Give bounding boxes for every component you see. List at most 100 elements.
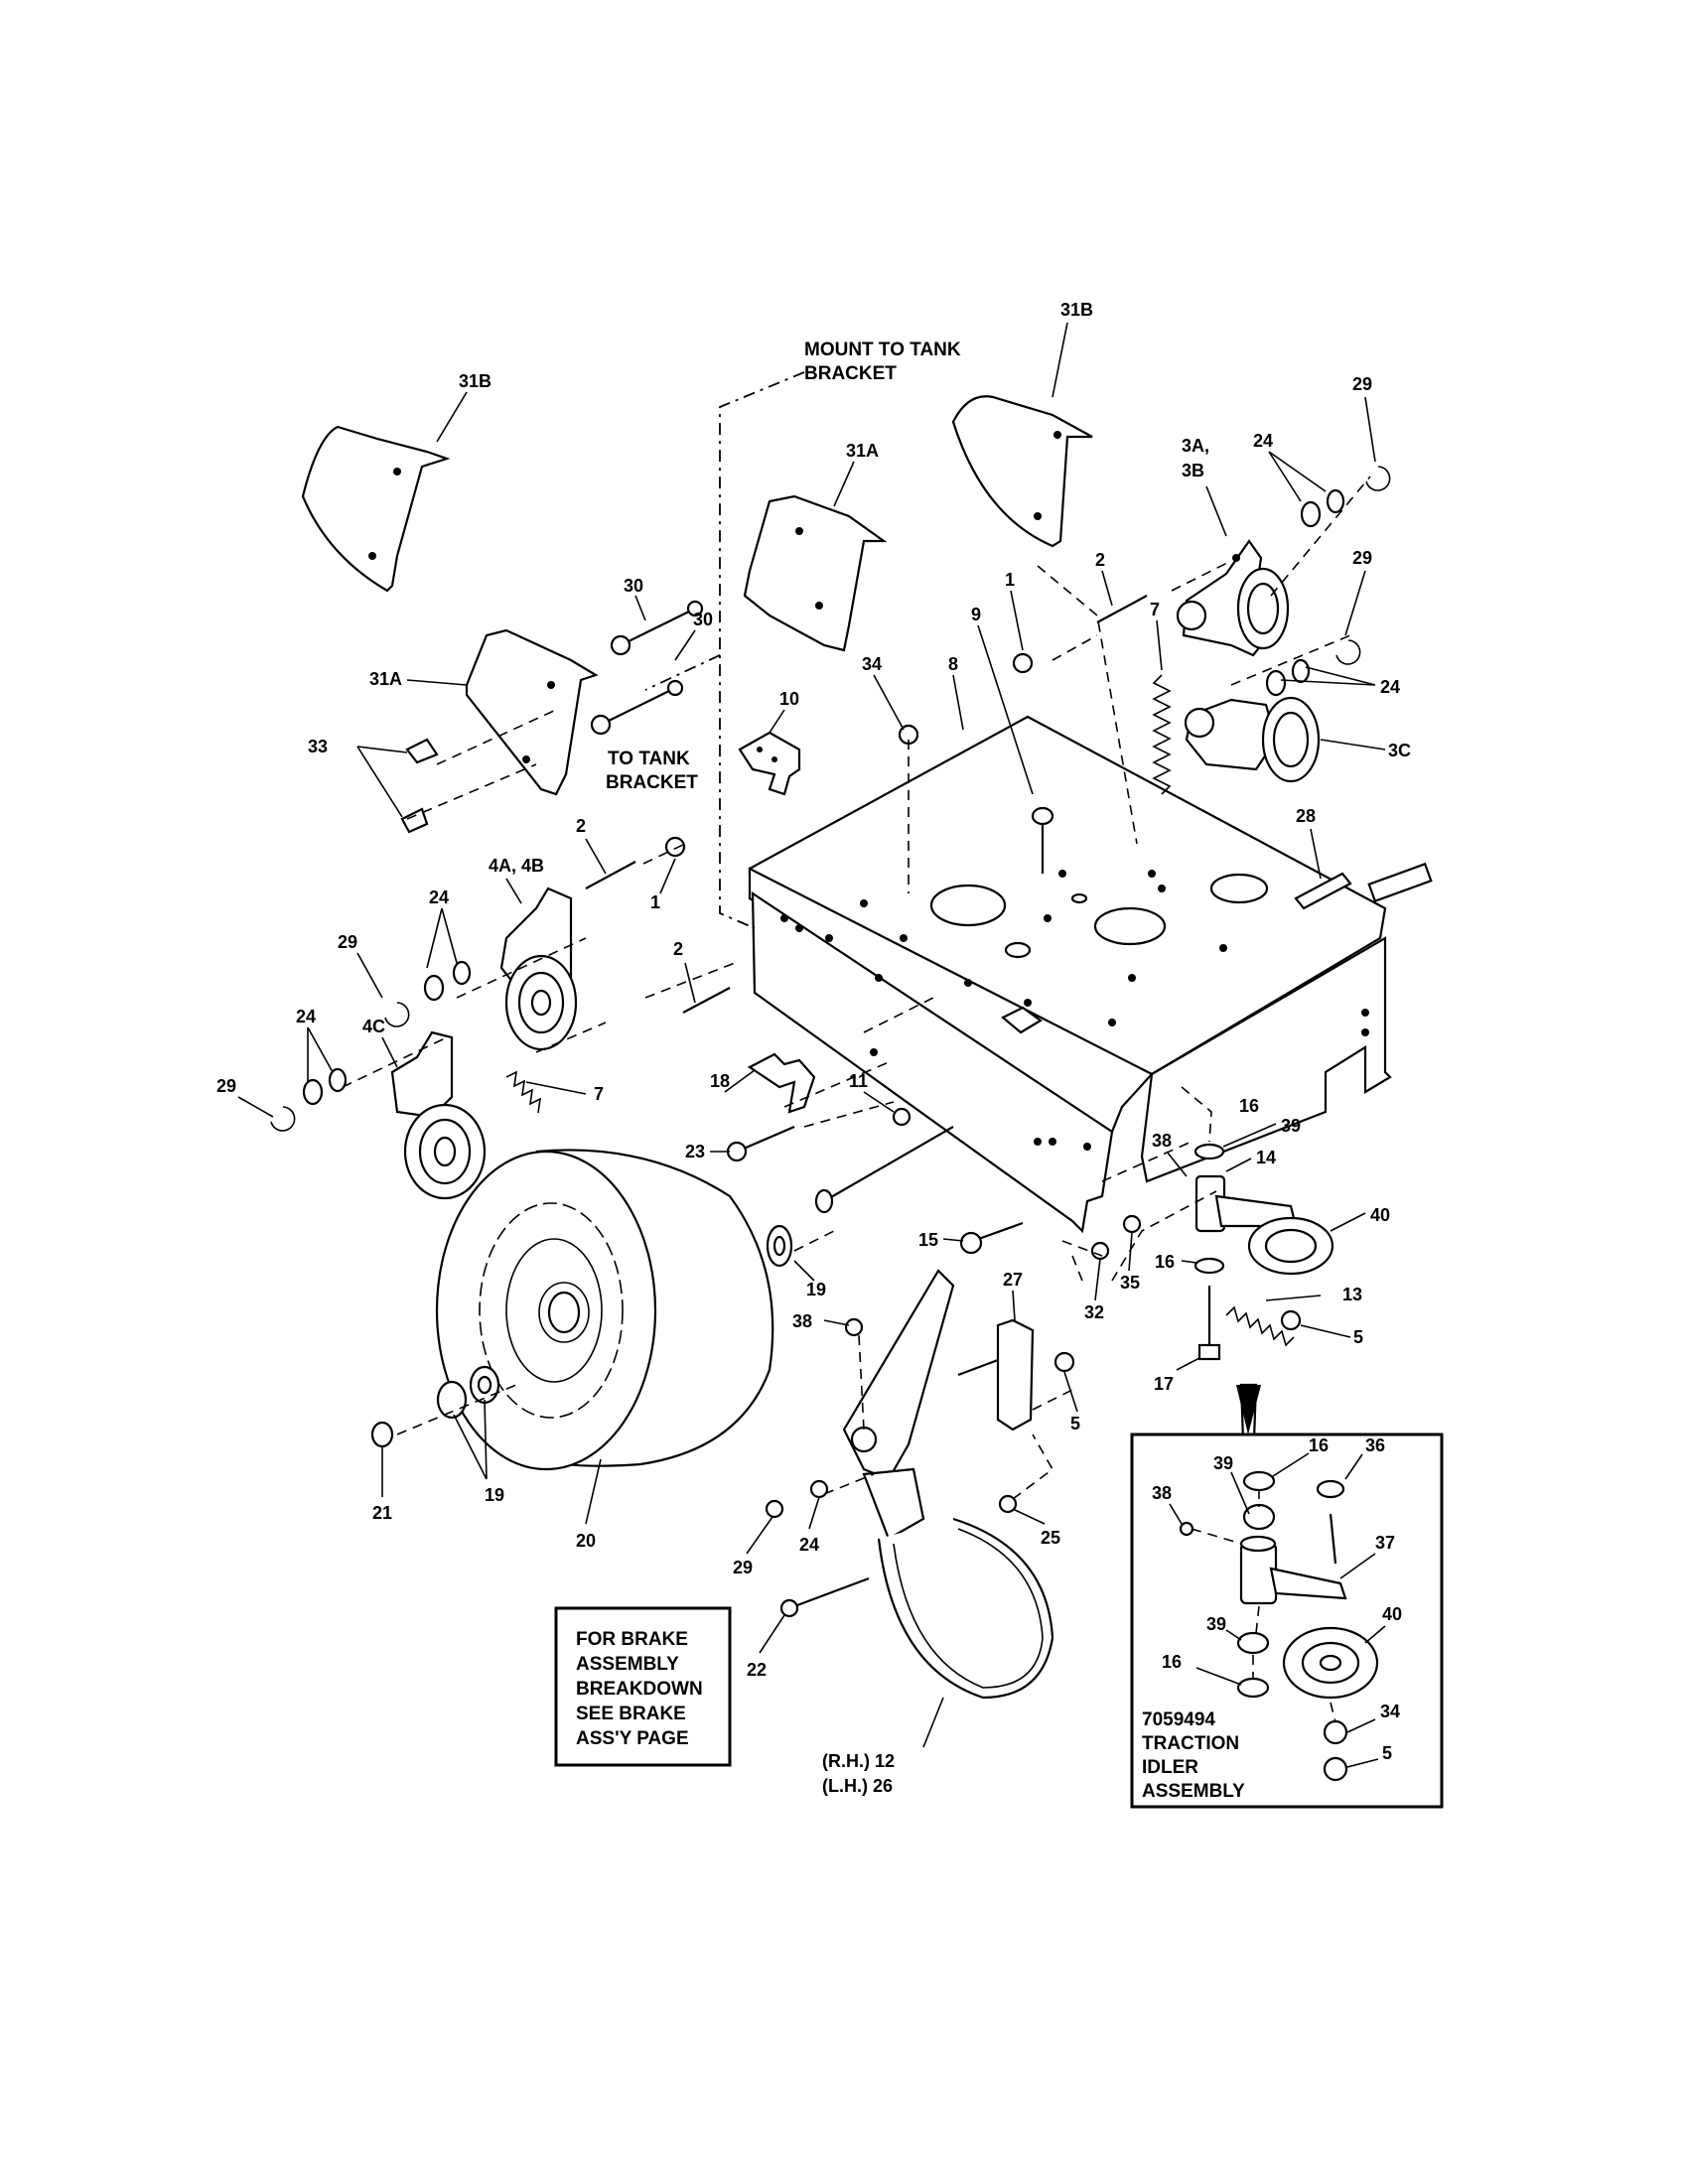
callout-29-left: 29 xyxy=(338,932,357,952)
callout-23: 23 xyxy=(685,1142,705,1161)
callout-16-a: 16 xyxy=(1239,1096,1259,1116)
callout-7-top: 7 xyxy=(1150,600,1160,619)
callout-21: 21 xyxy=(372,1503,392,1523)
wheel-20 xyxy=(435,1149,774,1471)
fitting-38 xyxy=(844,1317,864,1337)
shaft-2-mid xyxy=(585,861,636,889)
shield-31b-right xyxy=(951,395,1093,548)
washers-24-top xyxy=(1300,488,1345,528)
callout-5-b: 5 xyxy=(1070,1414,1080,1433)
bracket-27 xyxy=(957,1318,1035,1432)
note-mount-to-tank-line2: BRACKET xyxy=(804,363,897,384)
leader-lines xyxy=(237,322,1386,1748)
callout-10: 10 xyxy=(779,689,799,709)
idler-pulley-4a-4b xyxy=(499,887,578,1051)
idler-pulley-3c xyxy=(1184,696,1321,783)
note-to-tank-line1: TO TANK xyxy=(608,749,690,769)
inset-callout-39-b: 39 xyxy=(1206,1614,1226,1634)
inset-callout-16-a: 16 xyxy=(1309,1435,1329,1455)
washer-19 xyxy=(766,1224,793,1268)
callout-28: 28 xyxy=(1296,806,1316,826)
inset-callout-16-b: 16 xyxy=(1162,1652,1182,1672)
frame-part-8 xyxy=(748,715,1433,1234)
callout-5-a: 5 xyxy=(1353,1327,1363,1347)
callout-26-lh: (L.H.) 26 xyxy=(822,1776,893,1796)
nut-25 xyxy=(998,1494,1018,1514)
callout-16-b: 16 xyxy=(1155,1252,1175,1272)
idler-arm-14 xyxy=(1193,1143,1334,1276)
callout-30b: 30 xyxy=(693,610,713,629)
callout-22: 22 xyxy=(747,1660,767,1680)
traction-idler-inset xyxy=(1130,1383,1444,1809)
callout-3a-3b-line1: 3A, xyxy=(1182,436,1209,456)
brake-box-line-1: FOR BRAKE xyxy=(576,1629,688,1650)
inset-callout-36: 36 xyxy=(1365,1435,1385,1455)
callout-12-rh: (R.H.) 12 xyxy=(822,1751,895,1771)
callout-35: 35 xyxy=(1120,1273,1140,1293)
callout-3a-3b-line2: 3B xyxy=(1182,461,1204,480)
washers-24-low xyxy=(302,1067,348,1106)
clip-29-low xyxy=(270,1106,296,1132)
callout-7-low: 7 xyxy=(594,1084,604,1104)
callout-32: 32 xyxy=(1084,1302,1104,1322)
brake-box-line-5: ASS'Y PAGE xyxy=(576,1728,689,1749)
callout-3c: 3C xyxy=(1388,741,1411,760)
brake-lever-12 xyxy=(842,1269,955,1541)
brake-band xyxy=(877,1517,1054,1700)
callout-14: 14 xyxy=(1256,1148,1276,1167)
callout-24-low: 24 xyxy=(296,1007,316,1026)
callout-4c: 4C xyxy=(362,1017,385,1036)
callout-38-b: 38 xyxy=(792,1311,812,1331)
brake-box-line-4: SEE BRAKE xyxy=(576,1704,686,1724)
nut-29-bot xyxy=(765,1499,784,1519)
callout-13: 13 xyxy=(1342,1285,1362,1304)
nut-32 xyxy=(1090,1241,1110,1261)
bolt-22 xyxy=(779,1576,870,1618)
shield-31b-left xyxy=(301,425,451,593)
bracket-10 xyxy=(738,731,801,796)
nut-35 xyxy=(1122,1214,1142,1234)
callout-1-top: 1 xyxy=(1005,570,1015,590)
idler-pulley-3a-3b xyxy=(1176,539,1290,657)
bolt-30-lower xyxy=(590,679,684,736)
callout-2-low: 2 xyxy=(673,939,683,959)
callout-27: 27 xyxy=(1003,1270,1023,1290)
callout-33: 33 xyxy=(308,737,328,756)
callout-4a-4b: 4A, 4B xyxy=(489,856,544,876)
axle-tube xyxy=(814,1126,954,1214)
shaft-2-low xyxy=(682,987,731,1014)
nut-11 xyxy=(892,1107,912,1127)
inset-title-line-3: IDLER xyxy=(1142,1757,1198,1778)
callout-9: 9 xyxy=(971,605,981,624)
bolt-9 xyxy=(1031,806,1054,874)
brake-box-line-2: ASSEMBLY xyxy=(576,1654,679,1675)
callout-29-bot: 29 xyxy=(733,1558,753,1577)
idler-pulley-4c xyxy=(390,1030,487,1200)
callout-17: 17 xyxy=(1154,1374,1174,1394)
inset-callout-37: 37 xyxy=(1375,1533,1395,1553)
brake-note-box xyxy=(554,1606,732,1767)
callout-1-mid: 1 xyxy=(650,892,660,912)
callout-24-bot: 24 xyxy=(799,1535,819,1555)
inset-callout-40: 40 xyxy=(1382,1604,1402,1624)
spring-13 xyxy=(1225,1305,1295,1347)
spring-7-top xyxy=(1152,674,1172,795)
callout-31a-left: 31A xyxy=(369,669,402,689)
callout-25: 25 xyxy=(1041,1528,1060,1548)
callout-15: 15 xyxy=(918,1230,938,1250)
callout-20: 20 xyxy=(576,1531,596,1551)
hub-washers-19 xyxy=(436,1365,500,1420)
callout-31a-upper: 31A xyxy=(846,441,879,461)
bolt-17 xyxy=(1197,1286,1221,1361)
washers-24-left xyxy=(423,960,472,1002)
bolt-30-upper xyxy=(610,600,704,656)
callout-29-mid: 29 xyxy=(1352,548,1372,568)
callout-11: 11 xyxy=(849,1071,868,1091)
note-to-tank-line2: BRACKET xyxy=(606,772,698,793)
callout-31b-right: 31B xyxy=(1060,300,1093,320)
callout-2-mid: 2 xyxy=(576,816,586,836)
inset-title-line-1: 7059494 xyxy=(1142,1709,1215,1730)
inset-title-line-2: TRACTION xyxy=(1142,1733,1239,1754)
washers-24-mid xyxy=(1265,658,1311,697)
